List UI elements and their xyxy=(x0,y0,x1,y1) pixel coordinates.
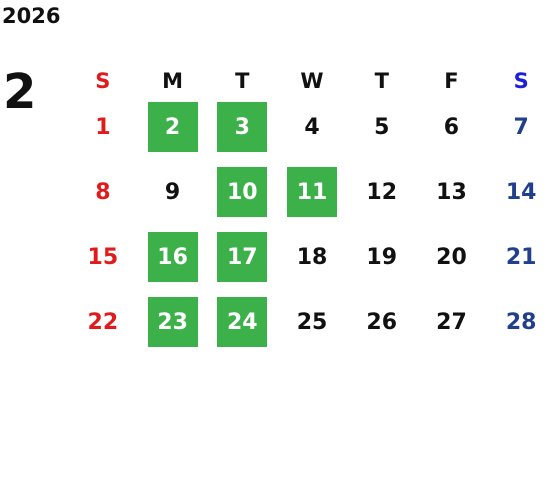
calendar-day-number: 14 xyxy=(505,179,537,205)
calendar-day-number: 26 xyxy=(366,309,398,335)
calendar-day[interactable]: 15 xyxy=(68,232,138,282)
calendar-day[interactable]: 26 xyxy=(347,297,417,347)
weekday-header-saturday: S xyxy=(513,69,529,93)
calendar-day-highlighted[interactable]: 2 xyxy=(138,102,208,152)
calendar-day-number: 2 xyxy=(147,102,198,152)
year-label: 2026 xyxy=(2,4,61,28)
calendar-day[interactable]: 13 xyxy=(417,167,487,217)
calendar-day-highlighted[interactable]: 3 xyxy=(207,102,277,152)
calendar-day-number: 17 xyxy=(217,232,268,282)
calendar-day-number: 24 xyxy=(217,297,268,347)
calendar-day[interactable]: 20 xyxy=(417,232,487,282)
calendar-day[interactable]: 25 xyxy=(277,297,347,347)
calendar-day[interactable]: 14 xyxy=(486,167,548,217)
calendar-day-number: 28 xyxy=(505,309,537,335)
calendar-day-number: 4 xyxy=(304,114,320,140)
calendar-day-highlighted[interactable]: 16 xyxy=(138,232,208,282)
calendar-day[interactable]: 4 xyxy=(277,102,347,152)
calendar-day[interactable]: 22 xyxy=(68,297,138,347)
calendar-day[interactable]: 1 xyxy=(68,102,138,152)
calendar-day[interactable]: 27 xyxy=(417,297,487,347)
calendar-day-number: 7 xyxy=(513,114,529,140)
calendar-week-row: 8 9 10 11 12 13 14 xyxy=(68,167,548,232)
calendar-day-number: 20 xyxy=(436,244,467,270)
calendar-day-number: 13 xyxy=(436,179,467,205)
calendar-day-number: 1 xyxy=(95,114,111,140)
calendar-day-number: 9 xyxy=(164,179,181,205)
calendar-day-number: 22 xyxy=(87,309,119,335)
calendar-day-number: 5 xyxy=(374,114,390,140)
calendar-day[interactable]: 6 xyxy=(417,102,487,152)
weekday-header-wednesday: W xyxy=(300,69,324,93)
calendar-day-highlighted[interactable]: 24 xyxy=(207,297,277,347)
weekday-header-sunday: S xyxy=(95,69,111,93)
calendar-day[interactable]: 21 xyxy=(486,232,548,282)
calendar-day-number: 15 xyxy=(87,244,119,270)
calendar-day-number: 6 xyxy=(443,114,460,140)
calendar-day-number: 10 xyxy=(217,167,268,217)
calendar-day-number: 11 xyxy=(287,167,338,217)
weekday-header-thursday: T xyxy=(374,69,389,93)
weekday-header-row: S M T W T F S xyxy=(68,60,548,102)
calendar-day[interactable]: 19 xyxy=(347,232,417,282)
weekday-header-monday: M xyxy=(162,69,184,93)
calendar-day-number: 18 xyxy=(296,244,328,270)
calendar-day-number: 19 xyxy=(366,244,398,270)
calendar-day-highlighted[interactable]: 11 xyxy=(277,167,347,217)
calendar-day-number: 25 xyxy=(296,309,328,335)
calendar-day-number: 16 xyxy=(147,232,198,282)
calendar-day-number: 23 xyxy=(147,297,198,347)
calendar-day-number: 12 xyxy=(366,179,398,205)
calendar-day-highlighted[interactable]: 17 xyxy=(207,232,277,282)
calendar-day[interactable]: 18 xyxy=(277,232,347,282)
calendar-day-highlighted[interactable]: 10 xyxy=(207,167,277,217)
calendar-day[interactable]: 28 xyxy=(486,297,548,347)
calendar-day-highlighted[interactable]: 23 xyxy=(138,297,208,347)
calendar-day[interactable]: 5 xyxy=(347,102,417,152)
calendar-week-row: 15 16 17 18 19 20 21 xyxy=(68,232,548,297)
calendar-day-number: 27 xyxy=(436,309,467,335)
calendar-week-row: 22 23 24 25 26 27 28 xyxy=(68,297,548,362)
calendar-day-number: 8 xyxy=(95,179,111,205)
calendar-day[interactable]: 12 xyxy=(347,167,417,217)
month-label: 2 xyxy=(3,64,37,120)
weekday-header-friday: F xyxy=(444,69,459,93)
calendar-day[interactable]: 9 xyxy=(138,167,208,217)
calendar-day[interactable]: 7 xyxy=(486,102,548,152)
weekday-header-tuesday: T xyxy=(235,69,250,93)
calendar-day[interactable]: 8 xyxy=(68,167,138,217)
calendar-day-number: 21 xyxy=(505,244,537,270)
calendar-day-number: 3 xyxy=(217,102,268,152)
